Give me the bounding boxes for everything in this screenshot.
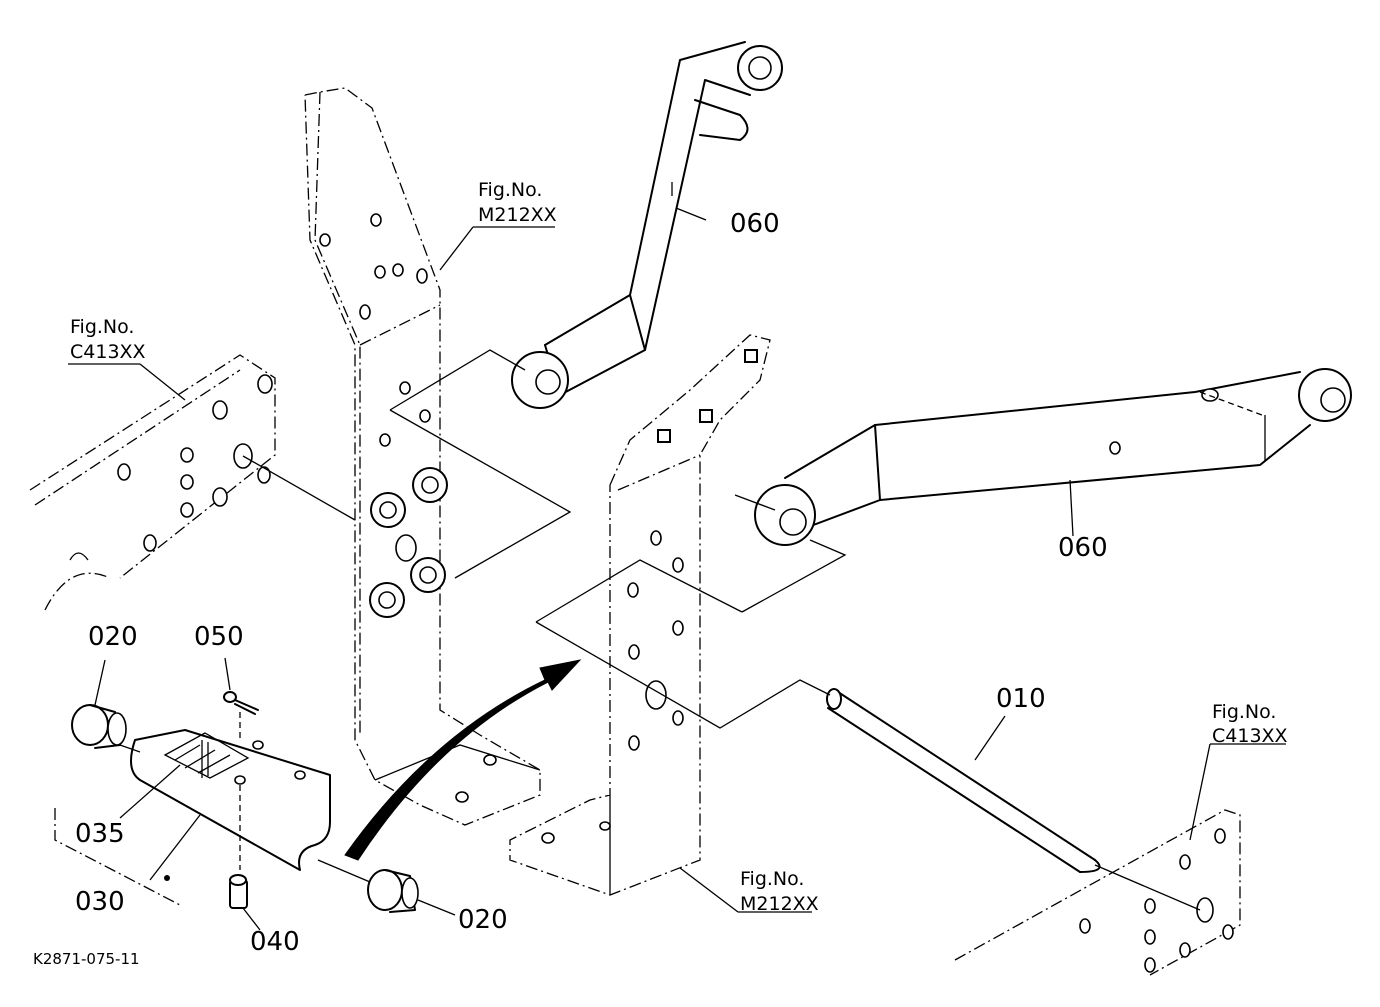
label-035: 035 xyxy=(75,819,125,849)
label-050: 050 xyxy=(194,622,244,652)
left-frame-plate xyxy=(29,354,276,611)
bushing-020-left xyxy=(71,704,127,749)
right-frame-plate xyxy=(954,809,1241,976)
figref-upper-center-label: Fig.No. xyxy=(478,179,542,201)
pin-040 xyxy=(229,785,248,909)
drawing-code: K2871-075-11 xyxy=(33,950,140,968)
pin-010 xyxy=(826,688,1101,873)
left-bracket xyxy=(304,87,541,826)
upper-arm-060 xyxy=(511,41,783,409)
figref-lower-right-label: Fig.No. xyxy=(1212,701,1276,723)
bushing-020-right xyxy=(367,869,419,913)
label-060-upper: 060 xyxy=(730,209,780,239)
figref-lower-center-label: Fig.No. xyxy=(740,868,804,890)
clip-050 xyxy=(223,691,259,740)
figref-lower-center-code: M212XX xyxy=(740,893,819,915)
label-030: 030 xyxy=(75,887,125,917)
figref-lower-right-code: C413XX xyxy=(1212,725,1288,747)
lower-arm-060 xyxy=(754,368,1352,546)
assembly-arrow xyxy=(344,659,582,861)
leader-lines xyxy=(68,207,1286,931)
figref-left-code: C413XX xyxy=(70,341,146,363)
label-010: 010 xyxy=(996,684,1046,714)
figref-left-label: Fig.No. xyxy=(70,316,134,338)
exploded-view-lines xyxy=(119,349,1263,911)
figref-upper-center-code: M212XX xyxy=(478,204,557,226)
label-020-right: 020 xyxy=(458,905,508,935)
label-040: 040 xyxy=(250,927,300,957)
pedal-plate-030 xyxy=(54,729,331,906)
label-060-lower: 060 xyxy=(1058,533,1108,563)
label-020-left: 020 xyxy=(88,622,138,652)
